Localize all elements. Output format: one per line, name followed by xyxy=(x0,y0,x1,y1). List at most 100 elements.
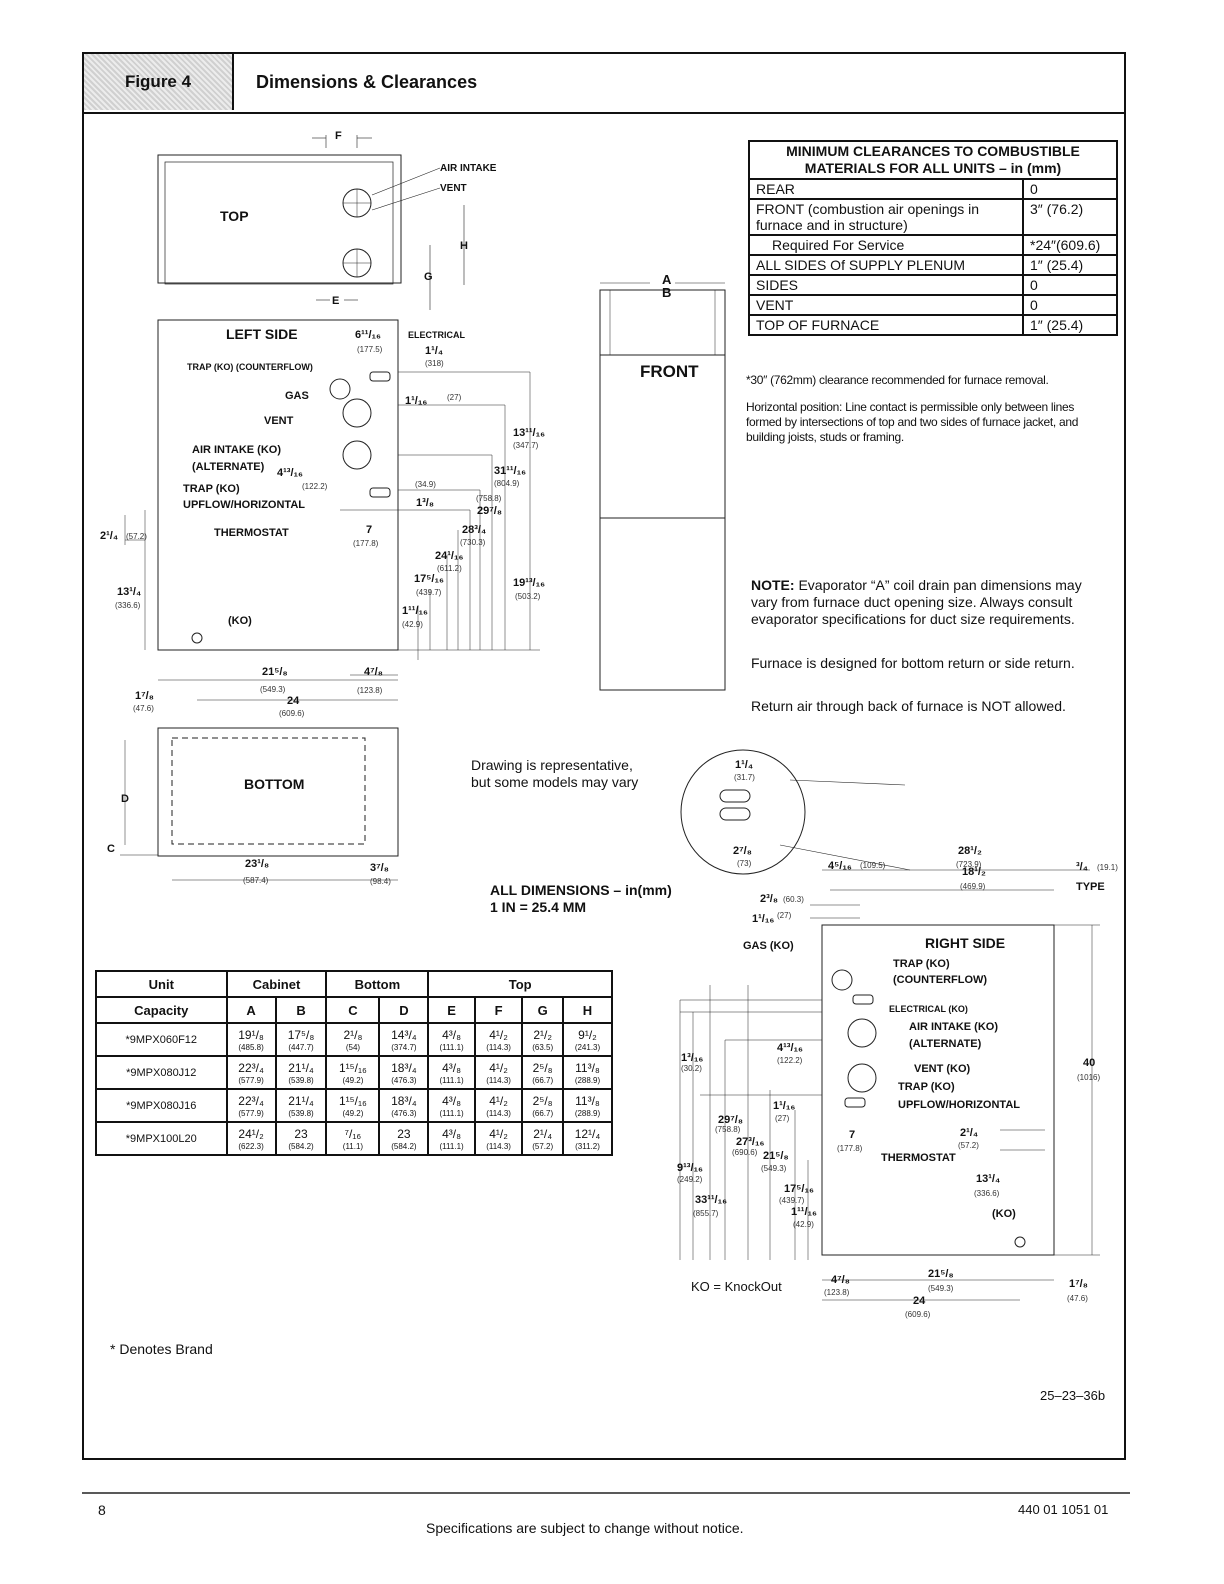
dim-right-4: 18¹/₂ xyxy=(962,866,986,878)
left-vent-circle xyxy=(342,398,372,428)
dim-right-18-mm: (439.7) xyxy=(779,1196,805,1205)
dimension-mm: (114.3) xyxy=(486,1109,511,1118)
dimension-mm: (476.3) xyxy=(391,1076,417,1085)
right-intake-circle xyxy=(847,1018,877,1048)
dim-left-3-mm: (347.7) xyxy=(513,441,539,450)
dimension-mm: (111.1) xyxy=(439,1109,464,1118)
dimension-cell: 17⁵/₈(447.7) xyxy=(274,1022,328,1057)
dimension-mm: (111.1) xyxy=(439,1043,464,1052)
dim-right-6: 2³/₈ xyxy=(760,893,778,905)
dim-left-11-mm: (439.7) xyxy=(416,588,442,597)
dim-right-11-mm: (27) xyxy=(775,1114,790,1123)
unit-dimensions-table: Unit Cabinet Bottom Top Capacity A B C D… xyxy=(95,970,614,1156)
dimension-mm: (476.3) xyxy=(391,1109,417,1118)
dim-left-15: 13¹/₄ xyxy=(117,586,142,598)
dimension-inches: 2¹/₂ xyxy=(533,1028,552,1042)
dim-right-20: 33¹¹/₁₆ xyxy=(695,1194,728,1206)
dim-right-7-mm: (27) xyxy=(777,911,792,920)
dim-right-9: 4¹³/₁₆ xyxy=(777,1042,804,1054)
col-header: C xyxy=(325,996,381,1024)
dim-left-6-mm: (34.9) xyxy=(415,480,436,489)
top-view-title: TOP xyxy=(220,208,249,224)
dim-right-19-mm: (336.6) xyxy=(974,1189,1000,1198)
clearance-row: ALL SIDES Of SUPPLY PLENUM 1″ (25.4) xyxy=(748,254,1118,276)
dim-right-3-mm: (723.9) xyxy=(956,860,982,869)
evaporator-note: NOTE: Evaporator “A” coil drain pan dime… xyxy=(751,577,1082,627)
dim-right-25-mm: (47.6) xyxy=(1067,1294,1088,1303)
dim-right-14: 21⁵/₈ xyxy=(763,1150,789,1162)
page-number: 8 xyxy=(98,1502,106,1518)
dim-left-14: 2¹/₄ xyxy=(100,530,119,542)
dim-left-6: 1³/₈ xyxy=(416,497,434,509)
dimension-cell: 1¹⁵/₁₆(49.2) xyxy=(325,1055,381,1090)
dim-left-2: 1¹/₁₆ xyxy=(405,395,428,407)
dimension-cell: 24¹/₂(622.3) xyxy=(225,1121,277,1156)
dimension-mm: (63.5) xyxy=(532,1043,554,1052)
trap-ko-rs2-label: TRAP (KO) xyxy=(898,1081,955,1093)
dimension-inches: 18³/₄ xyxy=(391,1061,417,1075)
dimension-inches: 1¹⁵/₁₆ xyxy=(339,1061,367,1075)
knockout-note: KO = KnockOut xyxy=(691,1279,782,1294)
back-return-note: Return air through back of furnace is NO… xyxy=(751,698,1066,714)
dim-left-5-mm: (804.9) xyxy=(494,479,520,488)
dimension-inches: 9¹/₂ xyxy=(578,1028,597,1042)
clearance-row: Required For Service *24″(609.6) xyxy=(748,234,1118,256)
dimension-mm: (577.9) xyxy=(238,1109,264,1118)
dim-left-9: 28³/₄ xyxy=(462,524,487,536)
dimension-inches: 19¹/₈ xyxy=(238,1028,264,1042)
dimension-cell: 1¹⁵/₁₆(49.2) xyxy=(325,1088,381,1123)
dim-right-11: 1¹/₁₆ xyxy=(773,1100,796,1112)
dimension-inches: 2⁵/₈ xyxy=(532,1094,553,1108)
trap-ko-label: TRAP (KO) xyxy=(183,483,240,495)
trap-counterflow-label: TRAP (KO) (COUNTERFLOW) xyxy=(187,362,313,372)
dim-right-13-mm: (690.6) xyxy=(732,1148,758,1157)
dimension-cell: 19¹/₈(485.8) xyxy=(225,1022,277,1057)
dim-left-20: 23¹/₈ xyxy=(245,858,270,870)
dim-right-23-mm: (549.3) xyxy=(928,1284,954,1293)
top-view-outline xyxy=(157,154,402,284)
clearance-row: TOP OF FURNACE 1″ (25.4) xyxy=(748,314,1118,336)
dimension-mm: (539.8) xyxy=(288,1109,314,1118)
dim-left-4: 4¹³/₁₆ xyxy=(277,467,304,479)
dim-left-1: 1¹/₄ xyxy=(425,345,444,357)
vent-label: VENT xyxy=(440,183,467,194)
dim-right-8-mm: (30.2) xyxy=(681,1064,702,1073)
dim-left-12-mm: (503.2) xyxy=(515,592,541,601)
left-gas-circle xyxy=(329,378,351,400)
bottom-opening xyxy=(171,737,366,845)
dimension-mm: (54) xyxy=(345,1043,361,1052)
dim-right-16-mm: (57.2) xyxy=(958,1141,979,1150)
dimension-cell: 11³/₈(288.9) xyxy=(561,1055,614,1090)
dim-right-12: 29⁷/₈ xyxy=(718,1114,743,1126)
alternate-label: (ALTERNATE) xyxy=(192,461,265,473)
dim-left-14-mm: (57.2) xyxy=(126,532,147,541)
dim-left-9-mm: (730.3) xyxy=(460,538,486,547)
dim-right-17: 9¹³/₁₆ xyxy=(677,1162,704,1174)
dimension-cell: 4¹/₂(114.3) xyxy=(473,1121,524,1156)
dimension-mm: (114.3) xyxy=(486,1142,511,1151)
dimension-inches: 22³/₄ xyxy=(238,1061,264,1075)
return-note: Furnace is designed for bottom return or… xyxy=(751,655,1075,671)
dimension-mm: (49.2) xyxy=(342,1076,364,1085)
col-header: D xyxy=(378,996,430,1024)
dim-D-label: D xyxy=(121,793,129,805)
dim-right-17-mm: (249.2) xyxy=(677,1175,703,1184)
dim-left-2-mm: (27) xyxy=(447,393,462,402)
horizontal-position-note: Horizontal position: Line contact is per… xyxy=(746,400,1079,444)
unit-model-cell: *9MPX100L20 xyxy=(95,1121,228,1156)
clearance-row: SIDES 0 xyxy=(748,274,1118,296)
trap-ko-rs-label: TRAP (KO) xyxy=(893,958,950,970)
dim-left-17: 4⁷/₈ xyxy=(364,666,383,678)
dim-right-15-mm: (177.8) xyxy=(837,1144,863,1153)
dim-right-24: 24 xyxy=(913,1295,926,1307)
upflow-horizontal-rs-label: UPFLOW/HORIZONTAL xyxy=(898,1099,1020,1111)
dimension-inches: 24¹/₂ xyxy=(238,1127,264,1141)
dimension-inches: 22³/₄ xyxy=(238,1094,264,1108)
col-header: E xyxy=(427,996,476,1024)
dim-right-14-mm: (549.3) xyxy=(761,1164,787,1173)
dim-right-10: 40 xyxy=(1083,1057,1096,1069)
clearance-row: REAR 0 xyxy=(748,178,1118,200)
ko-rs-label: (KO) xyxy=(992,1208,1016,1220)
